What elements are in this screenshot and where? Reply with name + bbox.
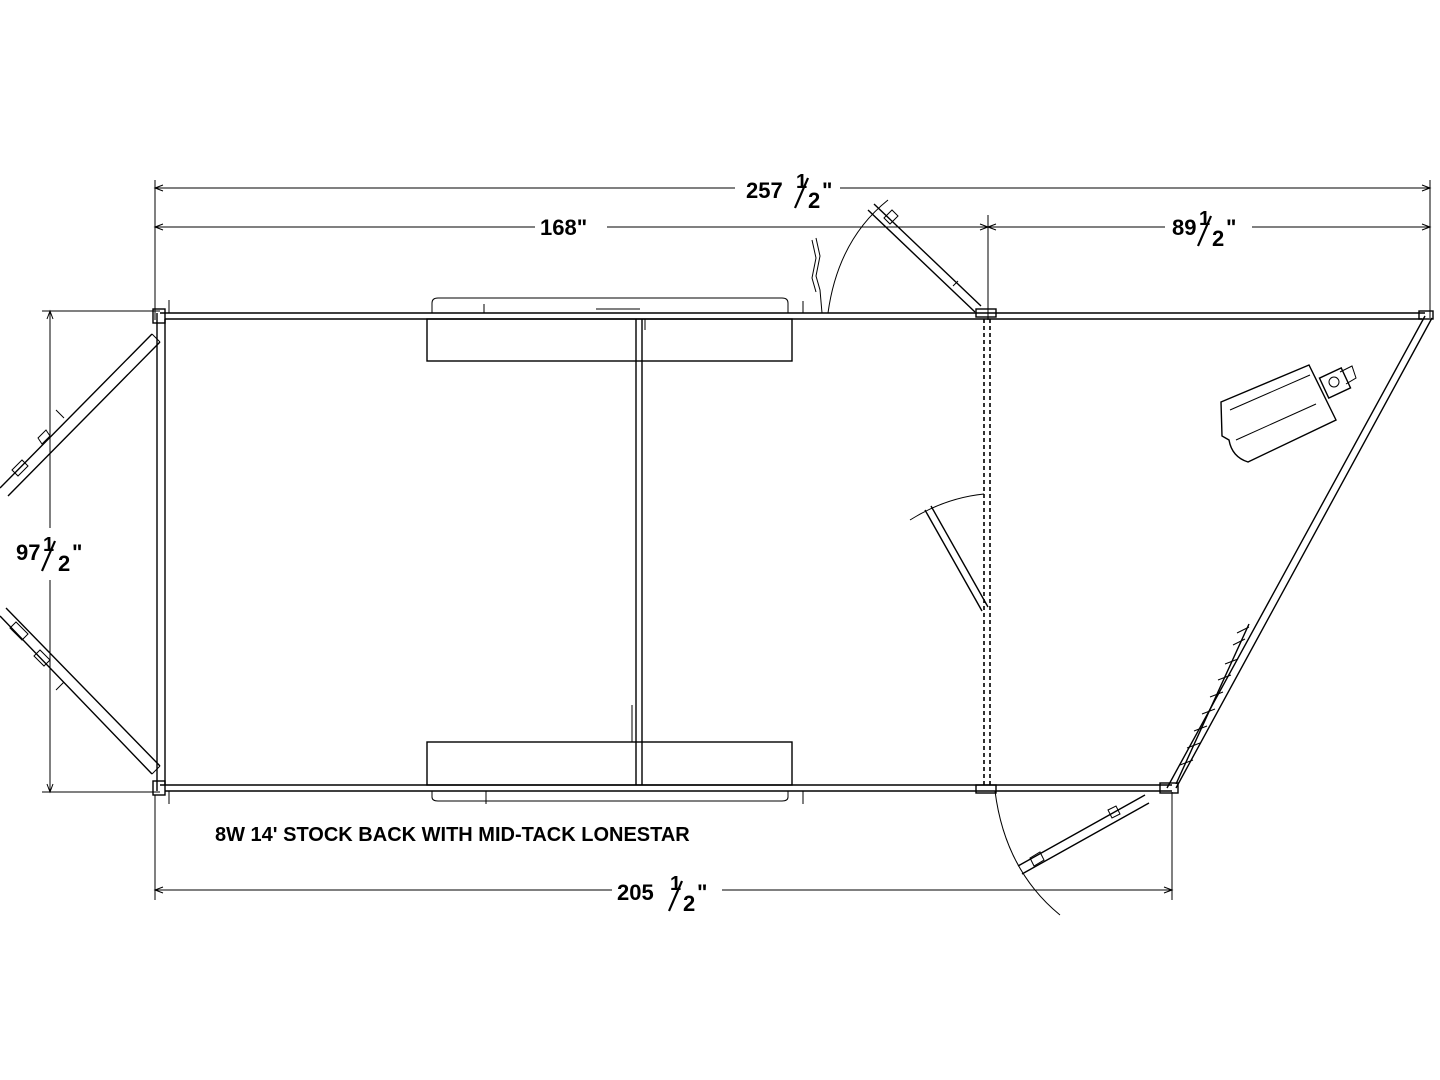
front-section-value: 168" bbox=[540, 215, 587, 240]
bottom-length-denominator: 2 bbox=[683, 891, 695, 916]
corner-post bbox=[152, 308, 166, 324]
width-unit: " bbox=[72, 540, 82, 565]
overall-length-unit: " bbox=[822, 178, 832, 203]
corner-post bbox=[1159, 782, 1179, 794]
overall-length-dimension: 257 1 2 " bbox=[153, 171, 1432, 320]
front-section-dimension: 168" bbox=[153, 215, 990, 240]
propane-tank bbox=[1220, 364, 1357, 463]
corner-post bbox=[152, 780, 166, 796]
rear-gate-lower bbox=[0, 607, 161, 775]
saddle-rack bbox=[1175, 623, 1250, 785]
width-numerator: 1 bbox=[43, 534, 54, 556]
overall-length-whole: 257 bbox=[746, 178, 783, 203]
divider-post bbox=[975, 308, 997, 318]
trailer-outline bbox=[152, 308, 1434, 796]
rear-section-whole: 89 bbox=[1172, 215, 1196, 240]
overall-length-numerator: 1 bbox=[796, 171, 807, 193]
fender-top bbox=[426, 297, 804, 362]
width-dimension: 97 1 2 " bbox=[16, 309, 160, 794]
corner-post bbox=[1418, 310, 1434, 320]
escape-door-top bbox=[811, 199, 982, 314]
mid-tack-divider-wall bbox=[983, 319, 991, 785]
fender-bottom bbox=[426, 741, 804, 804]
bottom-length-unit: " bbox=[697, 880, 707, 905]
rear-section-dimension: 89 1 2 " bbox=[986, 208, 1432, 320]
bottom-length-whole: 205 bbox=[617, 880, 654, 905]
width-whole: 97 bbox=[16, 540, 40, 565]
rear-gate-upper bbox=[0, 333, 161, 497]
bottom-length-numerator: 1 bbox=[670, 873, 681, 895]
overall-length-denominator: 2 bbox=[808, 188, 820, 213]
width-denominator: 2 bbox=[58, 551, 70, 576]
divider-post bbox=[975, 784, 997, 794]
drawing-caption: 8W 14' STOCK BACK WITH MID-TACK LONESTAR bbox=[215, 824, 690, 846]
mid-tack-door bbox=[909, 493, 989, 612]
center-divider bbox=[631, 319, 646, 785]
rear-section-denominator: 2 bbox=[1212, 226, 1224, 251]
bottom-length-dimension: 205 1 2 " bbox=[153, 792, 1174, 916]
rear-section-unit: " bbox=[1226, 215, 1236, 240]
escape-door-bottom bbox=[994, 790, 1150, 916]
rear-section-numerator: 1 bbox=[1199, 208, 1210, 230]
